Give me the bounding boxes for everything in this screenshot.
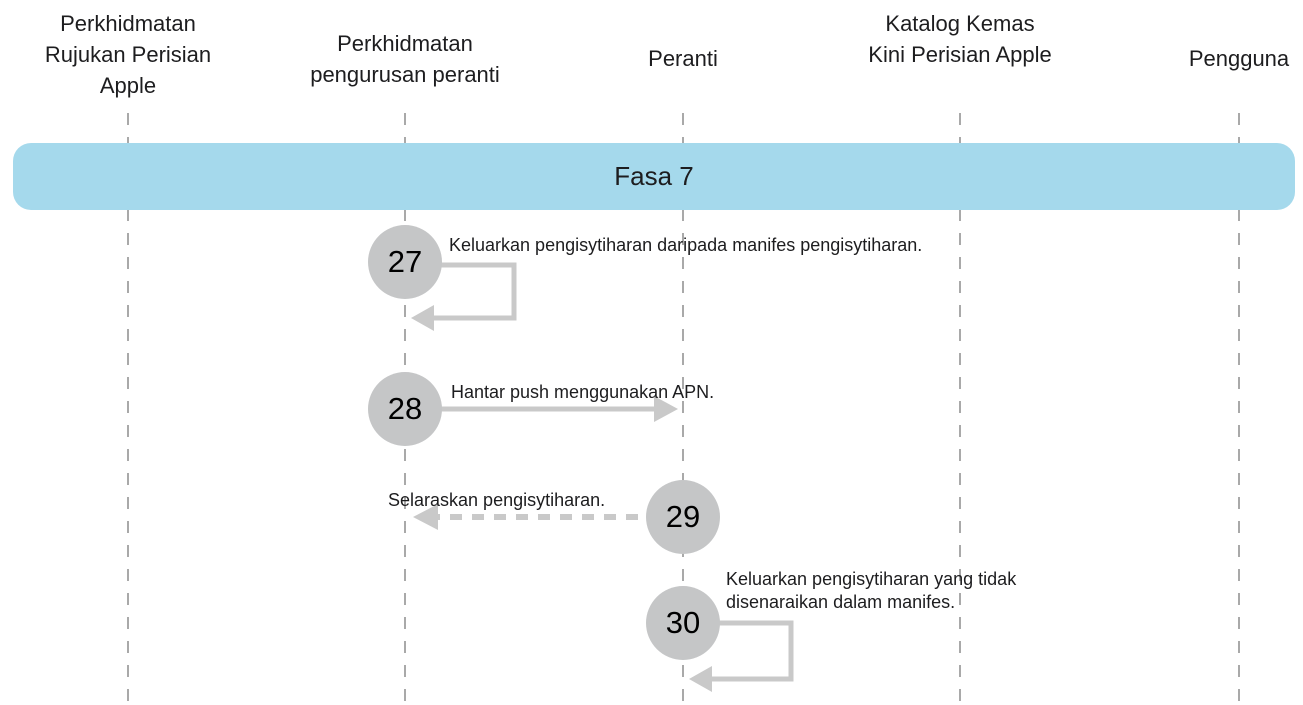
- step30-arrowhead: [689, 666, 712, 692]
- lifeline-software-update-catalog: [959, 113, 961, 703]
- step27-arrowhead: [411, 305, 434, 331]
- step28-label: Hantar push menggunakan APN.: [451, 382, 715, 402]
- lifeline-user: [1238, 113, 1240, 703]
- step28-arrowhead: [654, 396, 678, 422]
- actor-apple-software-lookup-service: Perkhidmatan Rujukan Perisian Apple: [44, 11, 212, 98]
- actor-device-management-service: Perkhidmatan pengurusan peranti: [310, 31, 500, 87]
- step28-circle: 28: [368, 372, 442, 446]
- step27-circle: 27: [368, 225, 442, 299]
- step30-label: Keluarkan pengisytiharan yang tidak dise…: [726, 569, 1017, 612]
- step29-label: Selaraskan pengisytiharan.: [388, 490, 606, 510]
- step30-circle: 30: [646, 586, 720, 660]
- step29-circle: 29: [646, 480, 720, 554]
- actor-user: Pengguna: [1188, 46, 1290, 71]
- step29-arrowhead: [413, 504, 438, 530]
- lifeline-device: [682, 113, 684, 703]
- step30-self-loop-arrow: [683, 620, 794, 682]
- actor-device: Peranti: [648, 46, 718, 71]
- step27-label: Keluarkan pengisytiharan daripada manife…: [449, 235, 923, 255]
- phase-banner-label: Fasa 7: [614, 161, 694, 191]
- phase-banner: Fasa 7: [13, 143, 1295, 210]
- lifeline-apple-software-lookup-service: [127, 113, 129, 703]
- actor-software-update-catalog: Katalog Kemas Kini Perisian Apple: [868, 11, 1052, 67]
- step27-self-loop-arrow: [405, 262, 517, 321]
